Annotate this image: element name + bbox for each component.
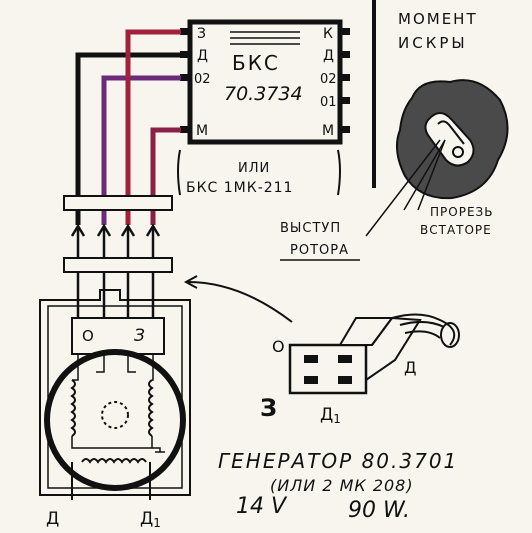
ignition-module: БКС 70.3734 З Д 02 М К Д 02 01 М [180, 19, 350, 145]
module-number: 70.3734 [224, 83, 303, 105]
slot-label-1: ПРОРЕЗЬ [430, 205, 493, 219]
module-pin-right-m: М [322, 123, 334, 139]
wire-red-z [125, 29, 181, 225]
connector-band-bottom [63, 257, 173, 273]
alt-module-label: БКС 1МК-211 [186, 180, 293, 196]
generator-label-d1: Д1 [140, 509, 161, 530]
generator-title: ГЕНЕРАТОР 80.3701 [218, 449, 458, 473]
rotor-label-2: РОТОРА [290, 243, 349, 258]
spark-title-2: ИСКРЫ [398, 34, 468, 52]
connector-band-top [63, 195, 173, 211]
module-pin-right-d: Д [323, 48, 334, 64]
plug-label-d1: Д1 [320, 405, 341, 426]
module-pin-right-02: 02 [320, 72, 337, 87]
module-pin-left-02: 02 [194, 72, 211, 87]
module-pin-right-01: 01 [320, 95, 337, 110]
wire-red-m [150, 127, 181, 225]
module-title: БКС [232, 51, 280, 75]
module-pin-left-d: Д [197, 48, 208, 64]
generator-label-z: З [134, 326, 145, 346]
stator-rotor-sketch [365, 79, 509, 237]
pointer-arrow [187, 281, 293, 323]
module-pin-left-m: М [196, 123, 208, 139]
generator-label-d: Д [46, 509, 59, 529]
wire-purple [101, 75, 181, 225]
rotor [101, 401, 129, 429]
alt-or-label: ИЛИ [238, 161, 270, 176]
plug-label-o: О [272, 337, 285, 356]
plug-label-d: Д [404, 358, 417, 377]
wire-black [75, 52, 181, 225]
generator: О З Д Д1 [39, 289, 191, 530]
slot-label-2: ВСТАТОРЕ [420, 223, 492, 237]
module-pin-right-k: К [323, 26, 333, 42]
arrows-up [70, 223, 161, 262]
plug-body [288, 343, 368, 395]
generator-label-o: О [82, 327, 94, 345]
coil-right [148, 379, 154, 437]
rotor-label-1: ВЫСТУП [280, 221, 341, 236]
wires [75, 29, 181, 225]
generator-alt: (ИЛИ 2 МК 208) [270, 476, 414, 495]
coil-left [70, 379, 76, 437]
coil-bottom [81, 458, 147, 464]
generator-stator-ring [44, 349, 186, 491]
generator-power: 90 W. [348, 498, 410, 523]
module-pin-left-z: З [197, 26, 206, 42]
rotor-tab [424, 112, 475, 167]
spark-title-1: МОМЕНТ [398, 10, 478, 28]
generator-voltage: 14 V [236, 494, 288, 519]
connector-plug: О Д З Д1 [260, 313, 460, 426]
module-body [187, 19, 343, 145]
plug-label-z: З [260, 394, 277, 422]
